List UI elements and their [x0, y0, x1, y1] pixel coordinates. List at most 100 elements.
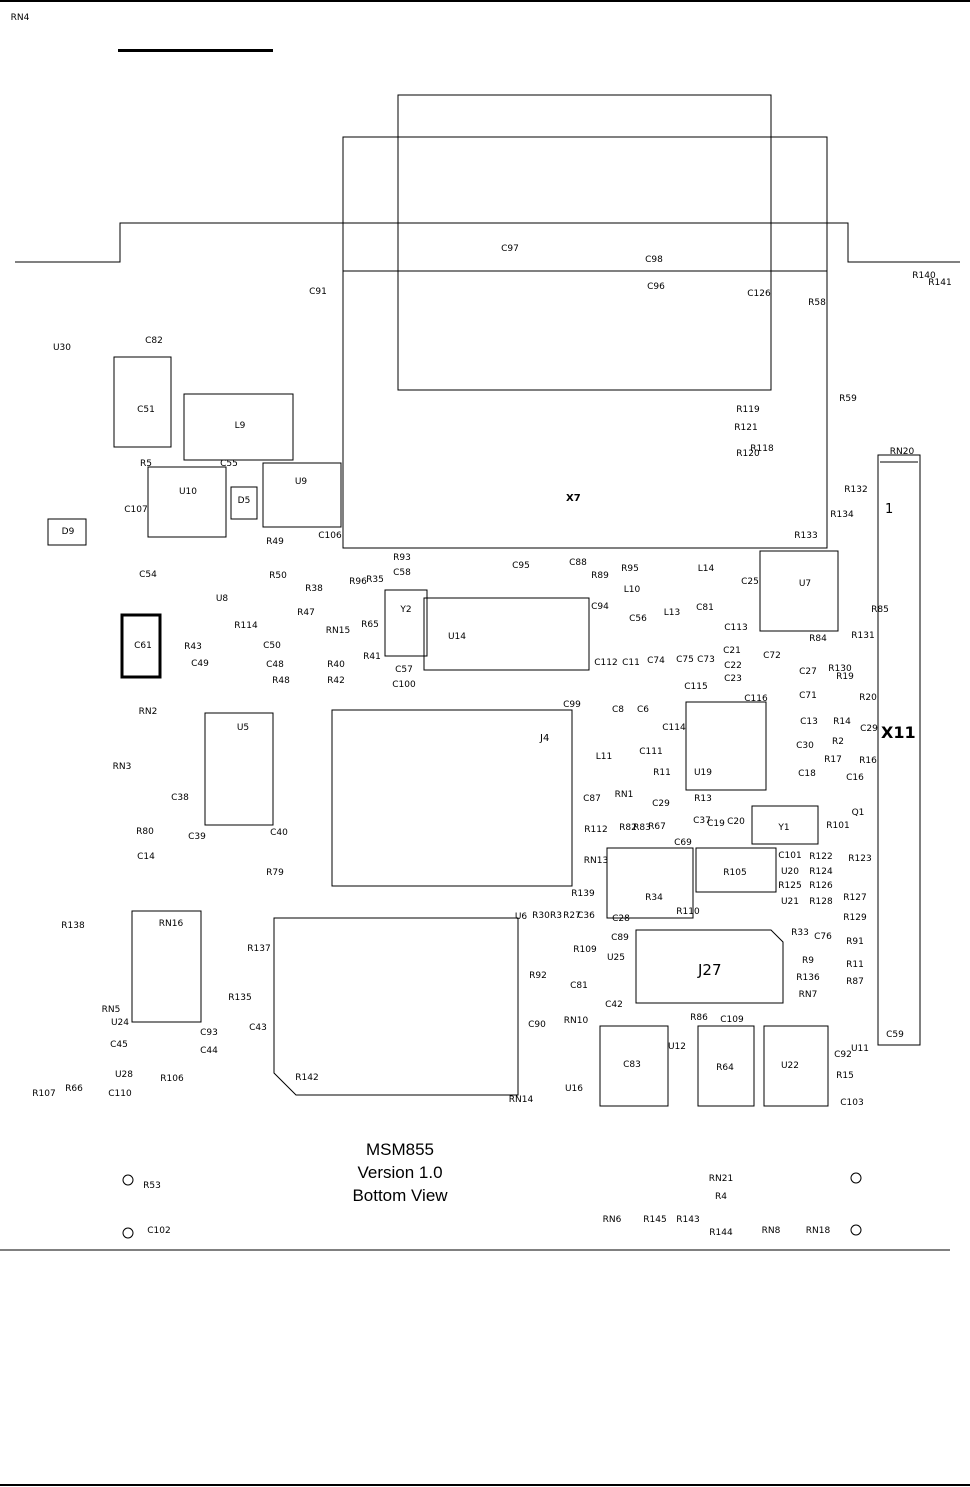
- component-label: C21: [723, 646, 741, 656]
- component-label: U22: [781, 1061, 799, 1071]
- pin1-label: 1: [885, 502, 893, 517]
- component-label: RN3: [113, 762, 132, 772]
- component-label: R142: [295, 1073, 318, 1083]
- component-label: R122: [809, 852, 832, 862]
- component-label: R53: [143, 1181, 161, 1191]
- component-label: C101: [778, 851, 801, 861]
- component-label: RN1: [615, 790, 634, 800]
- component-label: L9: [235, 421, 246, 431]
- component-label: U21: [781, 897, 799, 907]
- component-label: R118: [750, 444, 774, 454]
- component-label: C82: [145, 336, 163, 346]
- component-label: R64: [716, 1063, 734, 1073]
- component-label: R59: [839, 394, 857, 404]
- bottom-rule: [0, 1484, 970, 1486]
- component-label: R96: [349, 577, 367, 587]
- x7-upper-body: [397, 94, 772, 391]
- component-label: C36: [577, 911, 595, 921]
- component-label: C29: [860, 724, 878, 734]
- component-label: C96: [647, 282, 665, 292]
- mount-hole-bl: [122, 1227, 134, 1239]
- component-label: C99: [563, 700, 581, 710]
- component-label: C73: [697, 655, 715, 665]
- c51-outline: [113, 356, 172, 448]
- component-label: R131: [851, 631, 874, 641]
- component-label: U8: [216, 594, 229, 604]
- component-label: R109: [573, 945, 597, 955]
- component-label: R9: [802, 956, 814, 966]
- component-label: R19: [836, 672, 854, 682]
- component-label: U11: [851, 1044, 869, 1054]
- component-label: R42: [327, 676, 345, 686]
- component-label: C42: [605, 1000, 623, 1010]
- component-label: C103: [840, 1098, 863, 1108]
- component-label: U16: [565, 1084, 583, 1094]
- component-label: C76: [814, 932, 832, 942]
- heading-underline: [118, 49, 273, 52]
- c61-outline: [120, 613, 162, 679]
- component-label: R50: [269, 571, 287, 581]
- component-label: C97: [501, 244, 519, 254]
- component-label: U6: [515, 912, 528, 922]
- component-label: U14: [448, 632, 466, 642]
- component-label: Y1: [777, 823, 789, 833]
- component-label: R82: [619, 823, 637, 833]
- component-label: R144: [709, 1228, 733, 1238]
- component-label: C126: [747, 289, 771, 299]
- top-rule: [0, 0, 970, 2]
- u21-outline: [606, 847, 694, 919]
- component-label: C110: [108, 1089, 132, 1099]
- d9-outline: [47, 518, 87, 546]
- component-label: R106: [160, 1074, 184, 1084]
- j27-outline: [635, 929, 784, 1004]
- component-label: C57: [395, 665, 413, 675]
- component-label: C93: [200, 1028, 218, 1038]
- component-label: R95: [621, 564, 639, 574]
- component-label: R110: [676, 907, 700, 917]
- component-label: R143: [676, 1215, 699, 1225]
- component-label: RN8: [762, 1226, 781, 1236]
- component-label: C29: [652, 799, 670, 809]
- component-label: C81: [696, 603, 714, 613]
- rn20-strip: [877, 454, 921, 1046]
- component-label: C13: [800, 717, 818, 727]
- component-label: R84: [809, 634, 827, 644]
- component-label: R66: [65, 1084, 83, 1094]
- component-label: R17: [824, 755, 842, 765]
- component-label: R86: [690, 1013, 708, 1023]
- component-label: C39: [188, 832, 206, 842]
- y2-outline: [384, 589, 428, 657]
- component-label: R83: [633, 823, 651, 833]
- component-label: R93: [393, 553, 411, 563]
- component-label: C14: [137, 852, 155, 862]
- component-label: R125: [778, 881, 801, 891]
- component-label: C11: [622, 658, 640, 668]
- component-label: U7: [799, 579, 811, 589]
- component-label: R112: [584, 825, 607, 835]
- component-label: R4: [715, 1192, 727, 1202]
- mount-hole-tr: [850, 1172, 862, 1184]
- component-label: Q1: [852, 808, 865, 818]
- component-label: L10: [624, 585, 641, 595]
- component-label: R38: [305, 584, 323, 594]
- component-label: R89: [591, 571, 609, 581]
- component-label: D9: [62, 527, 75, 537]
- component-label: R138: [61, 921, 85, 931]
- component-label: L11: [596, 752, 612, 762]
- component-label: C69: [674, 838, 692, 848]
- component-label: C106: [318, 531, 342, 541]
- component-label: U10: [179, 487, 197, 497]
- component-label: RN6: [603, 1215, 622, 1225]
- component-label: C111: [639, 747, 662, 757]
- component-label: C72: [763, 651, 781, 661]
- component-label: U28: [115, 1070, 133, 1080]
- component-label: RN13: [584, 856, 608, 866]
- component-label: C44: [200, 1046, 218, 1056]
- component-label: C6: [637, 705, 649, 715]
- component-label: C94: [591, 602, 609, 612]
- component-label: C87: [583, 794, 601, 804]
- mount-hole-tl: [122, 1174, 134, 1186]
- title-line-1: MSM855: [365, 1140, 435, 1159]
